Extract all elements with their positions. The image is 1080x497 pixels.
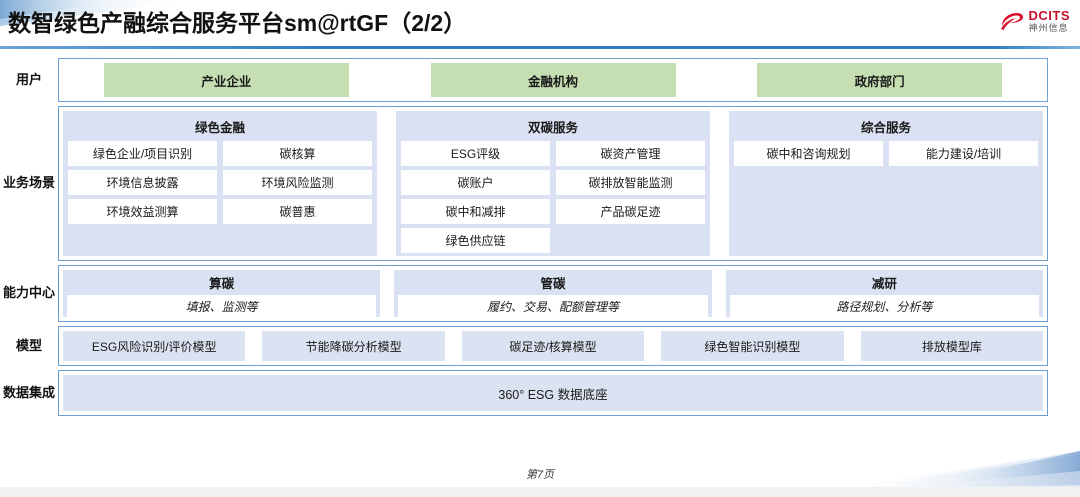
capability-columns: 算碳 填报、监测等 管碳 履约、交易、配额管理等 减研 路径规划、分析等 [63,270,1043,317]
logo-text-en: DCITS [1028,8,1070,23]
scenario-item[interactable]: 环境效益测算 [68,199,217,224]
user-cell: 产业企业 [63,63,390,97]
scenario-item[interactable]: 碳核算 [223,141,372,166]
scenario-column-title: 双碳服务 [527,121,578,135]
scenario-item[interactable]: 绿色供应链 [401,228,550,253]
scenario-item[interactable]: ESG评级 [401,141,550,166]
scenario-item-list: 碳中和咨询规划 能力建设/培训 [734,141,1038,166]
bottom-strip [0,487,1080,497]
row-label-data-integration: 数据集成 [2,384,55,400]
capability-title: 管碳 [540,277,566,291]
model-box[interactable]: ESG风险识别/评价模型 [63,331,246,361]
model-box[interactable]: 排放模型库 [860,331,1044,361]
row-models: 模型 ESG风险识别/评价模型 节能降碳分析模型 碳足迹/核算模型 绿色智能识别… [0,326,1080,366]
model-box[interactable]: 绿色智能识别模型 [661,331,844,361]
scenario-item[interactable]: 碳账户 [401,170,550,195]
model-box[interactable]: 碳足迹/核算模型 [461,331,645,361]
scenario-item[interactable]: 环境风险监测 [223,170,372,195]
row-scenarios: 业务场景 绿色金融 绿色企业/项目识别 碳核算 环境信息披露 环境风险监测 环境… [0,106,1080,261]
user-box-financial[interactable]: 金融机构 [430,63,676,97]
capability-title: 减研 [871,277,897,291]
dcits-mark-icon [1000,13,1023,30]
row-data-integration: 数据集成 360° ESG 数据底座 [0,370,1080,416]
row-users: 用户 产业企业 金融机构 政府部门 [0,58,1080,102]
scenario-column-title: 绿色金融 [194,121,245,135]
data-platform-bar[interactable]: 360° ESG 数据底座 [63,375,1043,411]
row-label-users: 用户 [15,71,42,87]
capability-subtitle: 路径规划、分析等 [729,295,1039,317]
user-cell: 金融机构 [390,63,717,97]
row-body-users: 产业企业 金融机构 政府部门 [58,58,1048,102]
logo-text-cn: 神州信息 [1028,23,1069,33]
user-cell: 政府部门 [716,63,1043,97]
model-box[interactable]: 节能降碳分析模型 [262,331,445,361]
scenario-item-list: 绿色企业/项目识别 碳核算 环境信息披露 环境风险监测 环境效益测算 碳普惠 [68,141,372,224]
row-body-models: ESG风险识别/评价模型 节能降碳分析模型 碳足迹/核算模型 绿色智能识别模型 … [58,326,1048,366]
capability-column-calculate-carbon[interactable]: 算碳 填报、监测等 [63,270,381,317]
row-body-scenarios: 绿色金融 绿色企业/项目识别 碳核算 环境信息披露 环境风险监测 环境效益测算 … [58,106,1048,261]
row-body-data-integration: 360° ESG 数据底座 [58,370,1048,416]
scenario-column-green-finance: 绿色金融 绿色企业/项目识别 碳核算 环境信息披露 环境风险监测 环境效益测算 … [63,111,377,256]
scenario-item[interactable]: 碳资产管理 [556,141,705,166]
row-label-scenarios: 业务场景 [2,175,55,191]
scenario-item-list: ESG评级 碳资产管理 碳账户 碳排放智能监测 碳中和减排 产品碳足迹 绿色供应… [401,141,705,253]
scenario-column-dual-carbon: 双碳服务 ESG评级 碳资产管理 碳账户 碳排放智能监测 碳中和减排 产品碳足迹… [396,111,710,256]
scenario-item[interactable]: 产品碳足迹 [556,199,705,224]
scenario-item[interactable]: 碳中和减排 [401,199,550,224]
row-body-capability-center: 算碳 填报、监测等 管碳 履约、交易、配额管理等 减研 路径规划、分析等 [58,265,1048,322]
row-label-capability-center: 能力中心 [2,285,55,301]
scenario-item[interactable]: 绿色企业/项目识别 [68,141,217,166]
capability-subtitle: 填报、监测等 [67,295,377,317]
scenario-column-title: 综合服务 [860,121,911,135]
user-list: 产业企业 金融机构 政府部门 [63,63,1043,97]
row-capability-center: 能力中心 算碳 填报、监测等 管碳 履约、交易、配额管理等 减研 路径规划、分析… [0,265,1080,322]
scenario-item[interactable]: 环境信息披露 [68,170,217,195]
capability-subtitle: 履约、交易、配额管理等 [398,295,708,317]
page-title: 数智绿色产融综合服务平台sm@rtGF（2/2） [8,10,467,36]
capability-column-manage-carbon[interactable]: 管碳 履约、交易、配额管理等 [394,270,712,317]
scenario-column-integrated-services: 综合服务 碳中和咨询规划 能力建设/培训 [729,111,1043,256]
row-label-models: 模型 [15,337,42,353]
scenario-item[interactable]: 碳排放智能监测 [556,170,705,195]
model-list: ESG风险识别/评价模型 节能降碳分析模型 碳足迹/核算模型 绿色智能识别模型 … [63,331,1044,361]
user-box-government[interactable]: 政府部门 [757,63,1003,97]
user-box-industry[interactable]: 产业企业 [103,63,349,97]
page-number: 第7页 [525,469,555,481]
brand-logo: DCITS 神州信息 [999,6,1071,36]
capability-title: 算碳 [209,277,235,291]
header-divider [0,46,1080,49]
architecture-diagram: 用户 产业企业 金融机构 政府部门 业务场景 绿色金融 [0,58,1080,420]
capability-column-reduce-research[interactable]: 减研 路径规划、分析等 [725,270,1043,317]
slide-header: 数智绿色产融综合服务平台sm@rtGF（2/2） DCITS 神州信息 [0,0,1080,49]
scenario-item[interactable]: 碳普惠 [223,199,372,224]
scenario-item[interactable]: 能力建设/培训 [889,141,1038,166]
scenario-item[interactable]: 碳中和咨询规划 [734,141,883,166]
scenario-columns: 绿色金融 绿色企业/项目识别 碳核算 环境信息披露 环境风险监测 环境效益测算 … [63,111,1043,256]
